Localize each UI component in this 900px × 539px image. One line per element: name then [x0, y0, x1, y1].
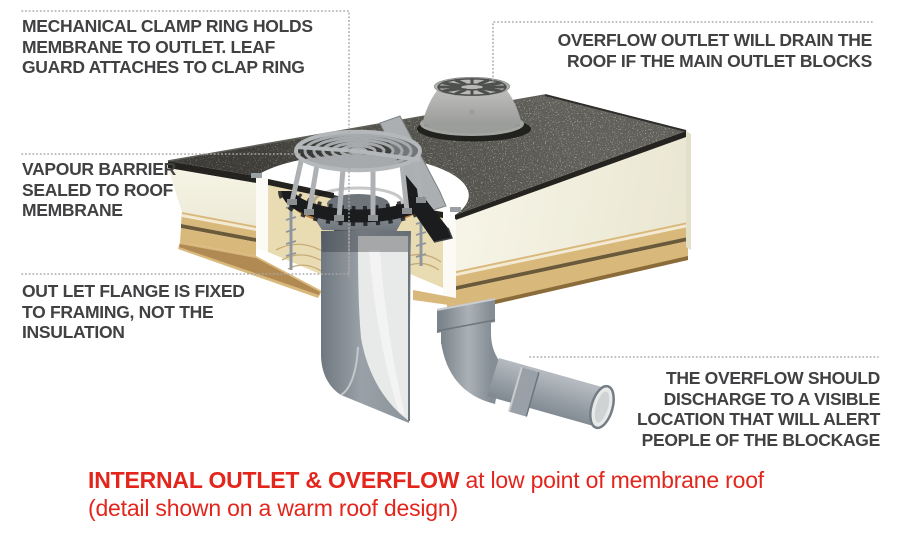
annotation-clamp-ring: MECHANICAL CLAMP RING HOLDS MEMBRANE TO …: [22, 16, 313, 78]
leaf-guard: [287, 132, 426, 221]
figure-caption: INTERNAL OUTLET & OVERFLOW at low point …: [88, 467, 764, 522]
caption-subtitle: at low point of membrane roof: [459, 467, 765, 493]
insulation-left-face: [168, 161, 322, 298]
annotation-line: PEOPLE OF THE BLOCKAGE: [641, 429, 881, 450]
annotation-line: MEMBRANE TO OUTLET. LEAF: [22, 36, 276, 57]
annotation-overflow-outlet: OVERFLOW OUTLET WILL DRAIN THE ROOF IF T…: [557, 30, 873, 71]
roof-block: [167, 94, 691, 315]
main-drain-pipe: [321, 231, 411, 423]
overflow-pipe: [436, 298, 615, 430]
annotation-overflow-discharge: THE OVERFLOW SHOULD DISCHARGE TO A VISIB…: [637, 368, 880, 450]
annotation-line: SEALED TO ROOF: [22, 179, 174, 200]
caption-line-1: INTERNAL OUTLET & OVERFLOW at low point …: [88, 467, 764, 495]
leader-line-overflow-outlet: [492, 21, 873, 81]
annotation-line: INSULATION: [22, 322, 125, 342]
annotation-line: OVERFLOW OUTLET WILL DRAIN THE: [557, 30, 873, 50]
annotation-line: VAPOUR BARRIER: [22, 159, 176, 179]
annotation-line: DISCHARGE TO A VISIBLE: [663, 388, 881, 409]
annotation-line: LOCATION THAT WILL ALERT: [637, 409, 880, 429]
leader-lines: [21, 10, 879, 358]
overflow-outlet-dome: [417, 77, 531, 142]
annotation-line: TO FRAMING, NOT THE: [22, 301, 214, 322]
annotation-line: MEMBRANE: [22, 200, 123, 220]
membrane-clip-left: [251, 173, 262, 178]
caption-line-2: (detail shown on a warm roof design): [88, 494, 458, 521]
membrane-clip-right: [450, 207, 461, 212]
roof-membrane-surface: [167, 94, 687, 215]
annotation-line: ROOF IF THE MAIN OUTLET BLOCKS: [566, 50, 872, 71]
annotation-line: GUARD ATTACHES TO CLAP RING: [22, 57, 305, 77]
annotation-vapour-barrier: VAPOUR BARRIER SEALED TO ROOF MEMBRANE: [22, 159, 176, 221]
annotation-line: OUT LET FLANGE IS FIXED: [22, 281, 245, 301]
insulation-cut-face-left: [256, 176, 268, 252]
annotation-line: THE OVERFLOW SHOULD: [665, 368, 880, 388]
annotation-outlet-flange: OUT LET FLANGE IS FIXED TO FRAMING, NOT …: [22, 281, 245, 343]
caption-title: INTERNAL OUTLET & OVERFLOW: [88, 467, 460, 493]
annotation-line: MECHANICAL CLAMP RING HOLDS: [22, 16, 313, 36]
leader-line-outlet-flange: [21, 229, 350, 275]
insulation-right-face: [447, 131, 691, 315]
overflow-pipe-opening: [589, 384, 615, 430]
